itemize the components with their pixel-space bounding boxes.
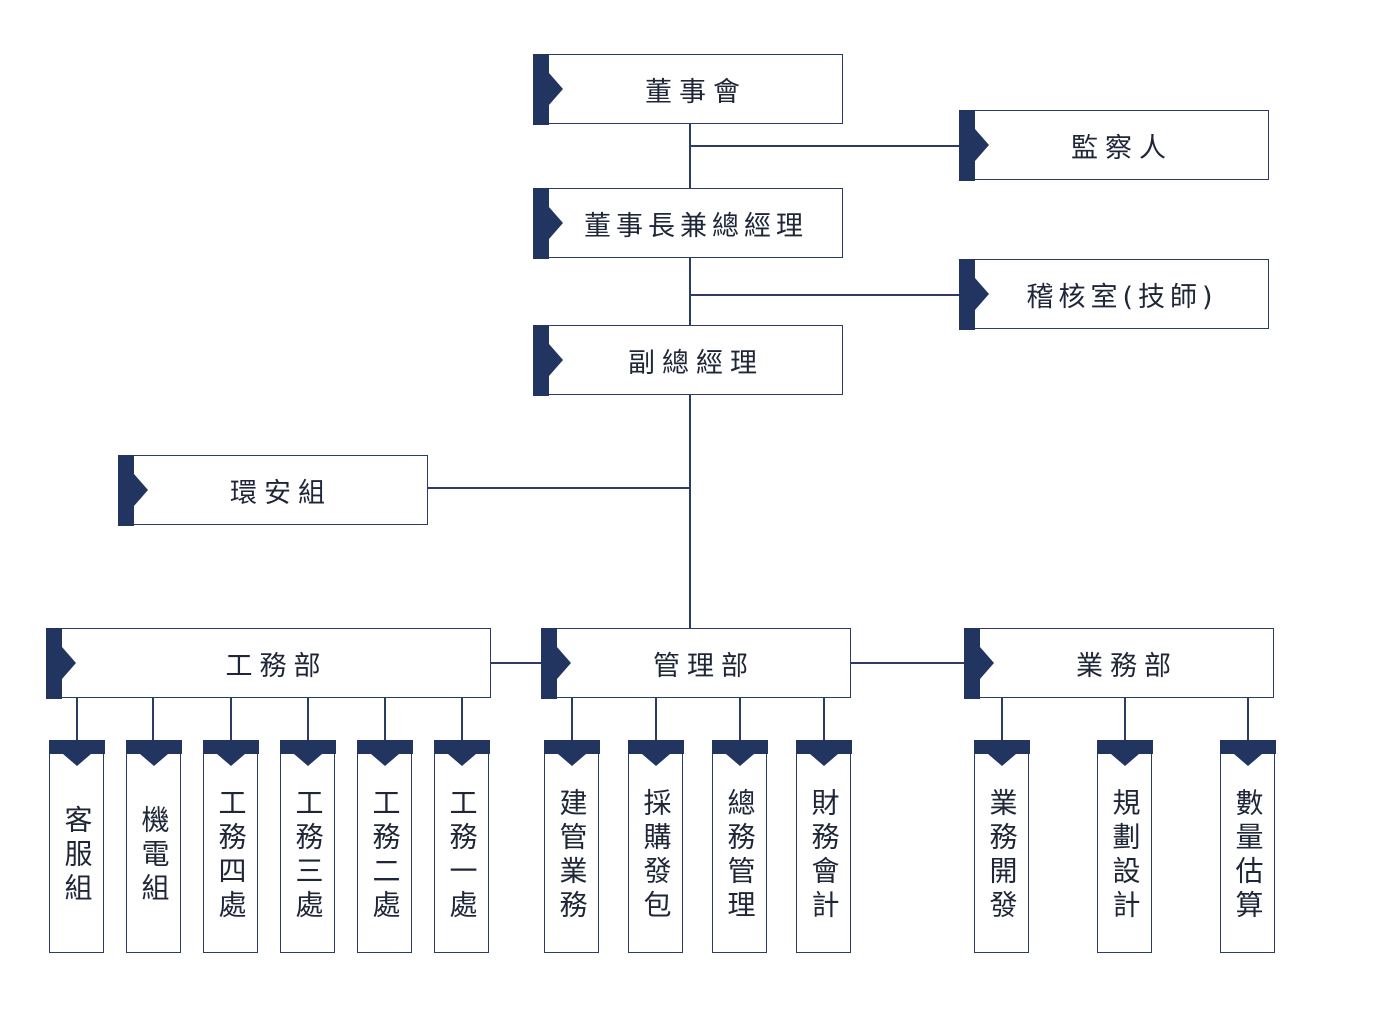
unit-box: 工務四處 xyxy=(202,739,259,953)
drop-line xyxy=(571,698,573,741)
unit-label: 規劃設計 xyxy=(1108,787,1142,924)
drop-line xyxy=(1001,698,1003,741)
node-label: 環安組 xyxy=(230,477,332,509)
unit-marker xyxy=(627,739,684,766)
unit-label: 客服組 xyxy=(60,804,94,907)
connector-deputy-departments xyxy=(689,395,691,629)
unit-box: 工務一處 xyxy=(433,739,490,953)
connector-eng-mgmt xyxy=(490,662,543,664)
unit-label: 財務會計 xyxy=(807,787,841,924)
drop-line xyxy=(307,698,309,741)
unit-label: 工務四處 xyxy=(214,787,248,924)
unit-marker xyxy=(125,739,182,766)
unit-box: 業務開發 xyxy=(973,739,1030,953)
node-marker xyxy=(958,109,989,181)
node-marker xyxy=(45,627,76,699)
connector-chairman-deputy xyxy=(689,258,691,326)
node-marker xyxy=(532,324,563,396)
unit-marker xyxy=(279,739,336,766)
node-marker xyxy=(540,627,571,699)
unit-box: 採購發包 xyxy=(627,739,684,953)
unit-marker xyxy=(795,739,852,766)
unit-box: 總務管理 xyxy=(711,739,768,953)
node-audit-office: 稽核室(技師) xyxy=(958,258,1269,330)
unit-label: 工務三處 xyxy=(291,787,325,924)
unit-box: 規劃設計 xyxy=(1096,739,1153,953)
unit-box: 工務三處 xyxy=(279,739,336,953)
unit-label: 採購發包 xyxy=(639,787,673,924)
connector-supervisor xyxy=(690,145,962,147)
node-marker xyxy=(532,53,563,125)
drop-line xyxy=(823,698,825,741)
unit-label: 機電組 xyxy=(137,804,171,907)
unit-marker xyxy=(202,739,259,766)
node-deputy-gm: 副總經理 xyxy=(532,324,843,396)
drop-line xyxy=(384,698,386,741)
drop-line xyxy=(152,698,154,741)
unit-box: 工務二處 xyxy=(356,739,413,953)
node-label: 副總經理 xyxy=(628,347,764,379)
unit-label: 建管業務 xyxy=(555,787,589,924)
drop-line xyxy=(1124,698,1126,741)
unit-label: 工務二處 xyxy=(368,787,402,924)
dept-management: 管理部 xyxy=(540,627,851,699)
node-board: 董事會 xyxy=(532,53,843,125)
node-env-safety: 環安組 xyxy=(117,454,428,526)
node-label: 業務部 xyxy=(1076,650,1178,682)
drop-line xyxy=(76,698,78,741)
node-marker xyxy=(532,187,563,259)
node-chairman-gm: 董事長兼總經理 xyxy=(532,187,843,259)
unit-marker xyxy=(433,739,490,766)
node-label: 工務部 xyxy=(225,650,328,682)
drop-line xyxy=(230,698,232,741)
node-marker xyxy=(958,258,989,330)
node-label: 稽核室(技師) xyxy=(1026,281,1218,313)
unit-marker xyxy=(1219,739,1276,766)
connector-audit xyxy=(690,294,962,296)
node-label: 監察人 xyxy=(1071,132,1173,164)
unit-label: 業務開發 xyxy=(985,787,1019,924)
connector-mgmt-biz xyxy=(850,662,966,664)
drop-line xyxy=(1247,698,1249,741)
unit-marker xyxy=(356,739,413,766)
unit-label: 總務管理 xyxy=(723,787,757,924)
node-label: 管理部 xyxy=(653,650,755,682)
unit-box: 建管業務 xyxy=(543,739,600,953)
connector-env-safety xyxy=(427,487,690,489)
connector-board-chairman xyxy=(689,123,691,189)
unit-box: 財務會計 xyxy=(795,739,852,953)
unit-label: 工務一處 xyxy=(445,787,479,924)
node-marker xyxy=(963,627,994,699)
drop-line xyxy=(739,698,741,741)
node-label: 董事長兼總經理 xyxy=(584,210,808,242)
unit-box: 機電組 xyxy=(125,739,182,953)
drop-line xyxy=(461,698,463,741)
unit-marker xyxy=(543,739,600,766)
node-marker xyxy=(117,454,148,526)
unit-marker xyxy=(48,739,105,766)
unit-marker xyxy=(1096,739,1153,766)
unit-label: 數量估算 xyxy=(1231,787,1265,924)
node-label: 董事會 xyxy=(645,76,747,108)
node-supervisor: 監察人 xyxy=(958,109,1269,181)
unit-box: 數量估算 xyxy=(1219,739,1276,953)
unit-box: 客服組 xyxy=(48,739,105,953)
unit-marker xyxy=(973,739,1030,766)
unit-marker xyxy=(711,739,768,766)
dept-business: 業務部 xyxy=(963,627,1274,699)
drop-line xyxy=(655,698,657,741)
dept-engineering: 工務部 xyxy=(45,627,491,699)
